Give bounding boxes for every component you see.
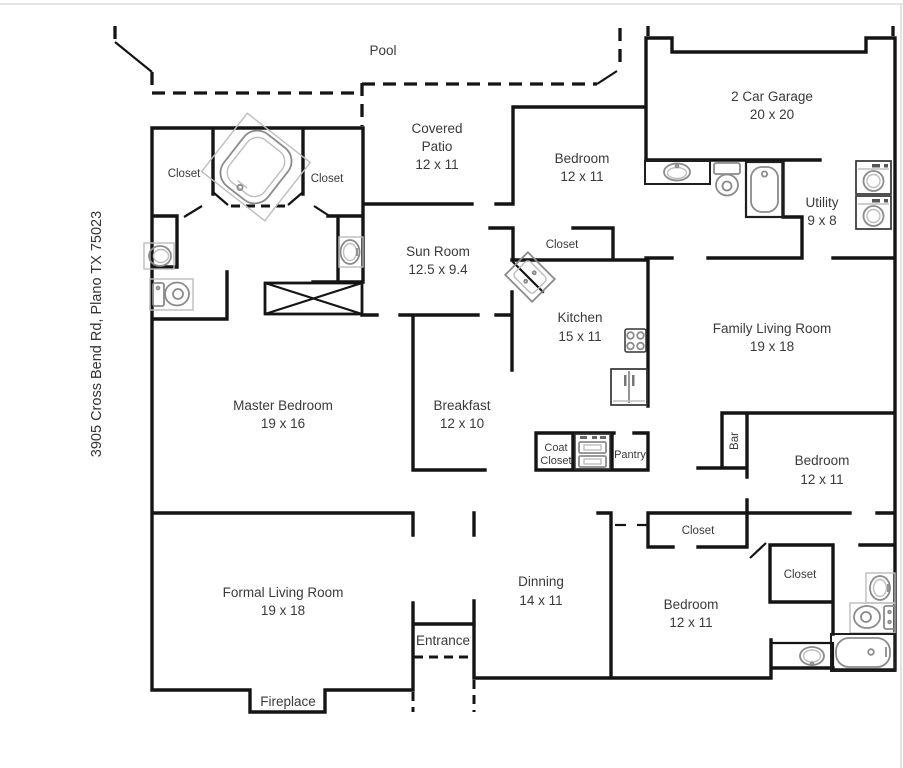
master-left-sink-icon — [143, 242, 175, 270]
labels: Pool Covered Patio 12 x 11 Bedroom 12 x … — [89, 43, 849, 709]
bedroom-top-dims: 12 x 11 — [560, 169, 603, 184]
utility-label: Utility — [806, 195, 839, 210]
utility-dims: 9 x 8 — [807, 213, 836, 228]
address-label: 3905 Cross Bend Rd, Plano TX 75023 — [89, 211, 105, 457]
master-toilet-icon — [149, 278, 194, 311]
br-bath-sink-icon — [865, 572, 896, 604]
hall-shower-icon — [744, 160, 785, 219]
dining-label: Dinning — [518, 574, 564, 589]
master-bedroom-dims: 19 x 16 — [261, 416, 305, 431]
bathtub-icon — [200, 112, 312, 222]
closet-master-right-label: Closet — [311, 173, 344, 185]
door-swing-marks — [183, 192, 767, 559]
closet-bedroom-top-label: Closet — [546, 239, 579, 251]
double-oven-icon — [574, 433, 611, 470]
family-living-dims: 19 x 18 — [750, 339, 794, 354]
dining-dims: 14 x 11 — [519, 593, 562, 608]
crossed-box-fixture — [263, 281, 364, 316]
br-bath-toilet-icon — [849, 602, 896, 634]
coat-closet-label-2: Closet — [540, 455, 571, 467]
fireplace-label: Fireplace — [260, 694, 316, 709]
br-bedroom-sink-icon — [769, 641, 835, 670]
garage-label: 2 Car Garage — [731, 89, 813, 104]
closet-master-left-label: Closet — [168, 168, 201, 180]
entrance-label: Entrance — [416, 633, 470, 648]
kitchen-corner-sink-icon — [503, 250, 557, 304]
closet-right-label: Closet — [784, 569, 817, 581]
covered-patio-label-1: Covered — [411, 121, 462, 136]
formal-living-label: Formal Living Room — [223, 585, 344, 600]
breakfast-dims: 12 x 10 — [440, 416, 484, 431]
hall-bath-toilet-icon — [713, 162, 741, 197]
pool-label: Pool — [369, 43, 396, 58]
family-living-label: Family Living Room — [713, 321, 832, 336]
sun-room-label: Sun Room — [406, 244, 470, 259]
formal-living-dims: 19 x 18 — [261, 603, 305, 618]
washer-icon — [855, 160, 892, 195]
bedroom-bottom-label: Bedroom — [664, 597, 719, 612]
closet-middle-label: Closet — [682, 525, 715, 537]
bedroom-top-label: Bedroom — [555, 151, 610, 166]
pool-boundary — [113, 26, 895, 126]
kitchen-label: Kitchen — [557, 310, 602, 325]
master-bedroom-label: Master Bedroom — [233, 398, 333, 413]
covered-patio-label-2: Patio — [422, 139, 453, 154]
breakfast-label: Breakfast — [433, 398, 490, 413]
door-openings — [231, 204, 476, 712]
bedroom-right-dims: 12 x 11 — [800, 472, 843, 487]
covered-patio-dims: 12 x 11 — [415, 157, 458, 172]
br-bathtub-icon — [830, 633, 896, 672]
coat-closet-label-1: Coat — [544, 442, 567, 454]
sun-room-dims: 12.5 x 9.4 — [408, 262, 468, 277]
fixtures — [143, 112, 896, 672]
walls — [150, 36, 897, 714]
page-frame — [0, 3, 903, 768]
refrigerator-icon — [610, 368, 648, 406]
pantry-label: Pantry — [614, 449, 646, 461]
kitchen-dims: 15 x 11 — [558, 329, 601, 344]
dryer-icon — [855, 195, 892, 230]
garage-dims: 20 x 20 — [750, 107, 794, 122]
bedroom-right-label: Bedroom — [795, 453, 850, 468]
master-right-sink-icon — [338, 236, 364, 268]
bar-label: Bar — [729, 432, 741, 450]
hall-bath-sink-icon — [644, 160, 711, 185]
stove-icon — [624, 328, 647, 353]
bedroom-bottom-dims: 12 x 11 — [669, 615, 712, 630]
